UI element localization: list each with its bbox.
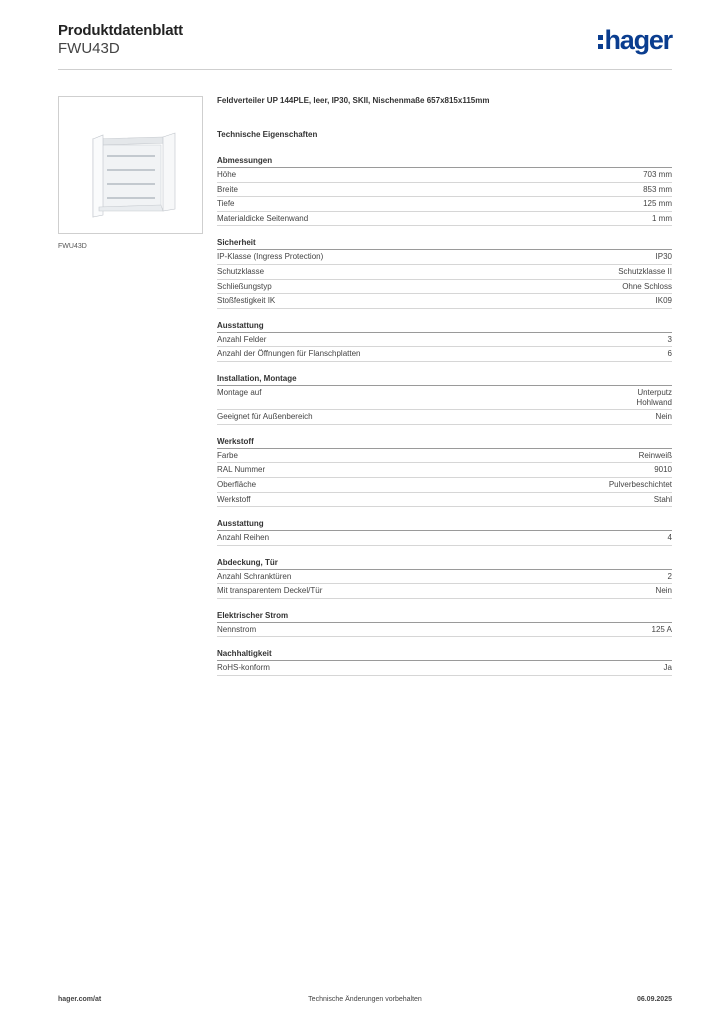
spec-value: Unterputz Hohlwand — [636, 387, 672, 407]
spec-label: IP-Klasse (Ingress Protection) — [217, 252, 324, 262]
spec-row: Anzahl Reihen 4 — [217, 531, 672, 546]
header-divider — [58, 69, 672, 70]
section-title: Abdeckung, Tür — [217, 556, 672, 570]
spec-row: RoHS-konform Ja — [217, 661, 672, 677]
spec-row: Anzahl der Öffnungen für Flanschplatten 6 — [217, 347, 672, 362]
product-description: Feldverteiler UP 144PLE, leer, IP30, SKI… — [217, 96, 490, 105]
spec-row: Schließungstyp Ohne Schloss — [217, 280, 672, 295]
spec-label: Nennstrom — [217, 624, 257, 634]
spec-label: Anzahl Reihen — [217, 533, 270, 543]
section-title: Elektrischer Strom — [217, 609, 672, 623]
spec-label: Anzahl der Öffnungen für Flanschplatten — [217, 349, 361, 359]
spec-row: Farbe Reinweiß — [217, 449, 672, 464]
spec-value: IK09 — [655, 296, 672, 306]
section-title: Installation, Montage — [217, 372, 672, 386]
spec-row: Geeignet für Außenbereich Nein — [217, 410, 672, 425]
spec-value: Reinweiß — [638, 450, 672, 460]
spec-label: Oberfläche — [217, 479, 257, 489]
spec-row: Montage auf Unterputz Hohlwand — [217, 386, 672, 411]
spec-label: Anzahl Felder — [217, 334, 267, 344]
section-title: Sicherheit — [217, 236, 672, 251]
spec-row: Oberfläche Pulverbeschichtet — [217, 478, 672, 493]
spec-row: Anzahl Schranktüren 2 — [217, 570, 672, 585]
footer-website: hager.com/at — [58, 996, 102, 1003]
spec-value: 703 mm — [643, 170, 672, 179]
spec-label: Werkstoff — [217, 494, 251, 504]
spec-label: Anzahl Schranktüren — [217, 571, 292, 581]
spec-value: Schutzklasse II — [618, 266, 672, 276]
spec-row: Breite 853 mm — [217, 183, 672, 198]
spec-value: 125 A — [651, 624, 672, 634]
spec-value: Ja — [663, 663, 672, 673]
spec-row: Tiefe 125 mm — [217, 197, 672, 212]
spec-value: 1 mm — [652, 213, 672, 223]
spec-label: Tiefe — [217, 199, 235, 209]
image-caption: FWU43D — [58, 243, 87, 250]
spec-label: Schließungstyp — [217, 281, 272, 291]
spec-label: Montage auf — [217, 387, 262, 397]
cabinet-image-icon — [92, 132, 176, 218]
page-header: Produktdatenblatt FWU43D hager — [58, 22, 673, 68]
section-title: Ausstattung — [217, 517, 672, 532]
spec-value: 2 — [667, 571, 672, 581]
spec-row: Anzahl Felder 3 — [217, 333, 672, 348]
spec-value: Ohne Schloss — [622, 281, 672, 291]
spec-row: Schutzklasse Schutzklasse II — [217, 265, 672, 280]
section-title: Ausstattung — [217, 319, 672, 333]
section-title: Nachhaltigkeit — [217, 647, 672, 662]
spec-value: 125 mm — [643, 199, 672, 209]
spec-label: Höhe — [217, 170, 237, 179]
section-title: Werkstoff — [217, 435, 672, 449]
document-title: Produktdatenblatt — [58, 22, 183, 39]
hager-logo: hager — [598, 25, 673, 55]
spec-value: 9010 — [654, 465, 672, 475]
spec-label: Mit transparentem Deckel/Tür — [217, 586, 323, 596]
spec-value: Nein — [655, 586, 672, 596]
spec-value: IP30 — [655, 252, 672, 262]
spec-label: Breite — [217, 184, 238, 194]
spec-label: Materialdicke Seitenwand — [217, 213, 309, 223]
logo-dots-icon — [598, 35, 604, 49]
spec-row: Materialdicke Seitenwand 1 mm — [217, 212, 672, 227]
spec-value: 4 — [667, 533, 672, 543]
spec-value: 3 — [667, 334, 672, 344]
technical-properties-heading: Technische Eigenschaften — [217, 130, 318, 139]
logo-text: hager — [604, 25, 673, 55]
spec-value: 853 mm — [643, 184, 672, 194]
spec-value: Nein — [655, 412, 672, 422]
spec-value: Stahl — [653, 494, 672, 504]
spec-label: Geeignet für Außenbereich — [217, 412, 313, 422]
spec-label: Stoßfestigkeit IK — [217, 296, 276, 306]
spec-label: RoHS-konform — [217, 663, 270, 673]
product-image — [58, 96, 203, 234]
spec-row: Werkstoff Stahl — [217, 493, 672, 508]
spec-label: Farbe — [217, 450, 238, 460]
spec-row: IP-Klasse (Ingress Protection) IP30 — [217, 250, 672, 265]
spec-row: Mit transparentem Deckel/Tür Nein — [217, 584, 672, 599]
spec-value: Pulverbeschichtet — [608, 479, 672, 489]
spec-label: RAL Nummer — [217, 465, 266, 475]
section-title: Abmessungen — [217, 154, 672, 168]
product-code: FWU43D — [58, 40, 120, 57]
footer-date: 06.09.2025 — [636, 996, 672, 1003]
spec-row: Stoßfestigkeit IK IK09 — [217, 294, 672, 309]
spec-value: 6 — [667, 349, 672, 359]
main-content: Feldverteiler UP 144PLE, leer, IP30, SKI… — [217, 96, 672, 686]
footer-disclaimer: Technische Änderungen vorbehalten — [308, 996, 422, 1003]
spec-label: Schutzklasse — [217, 266, 265, 276]
spec-row: Nennstrom 125 A — [217, 623, 672, 638]
spec-row: Höhe 703 mm — [217, 168, 672, 183]
spec-row: RAL Nummer 9010 — [217, 463, 672, 478]
